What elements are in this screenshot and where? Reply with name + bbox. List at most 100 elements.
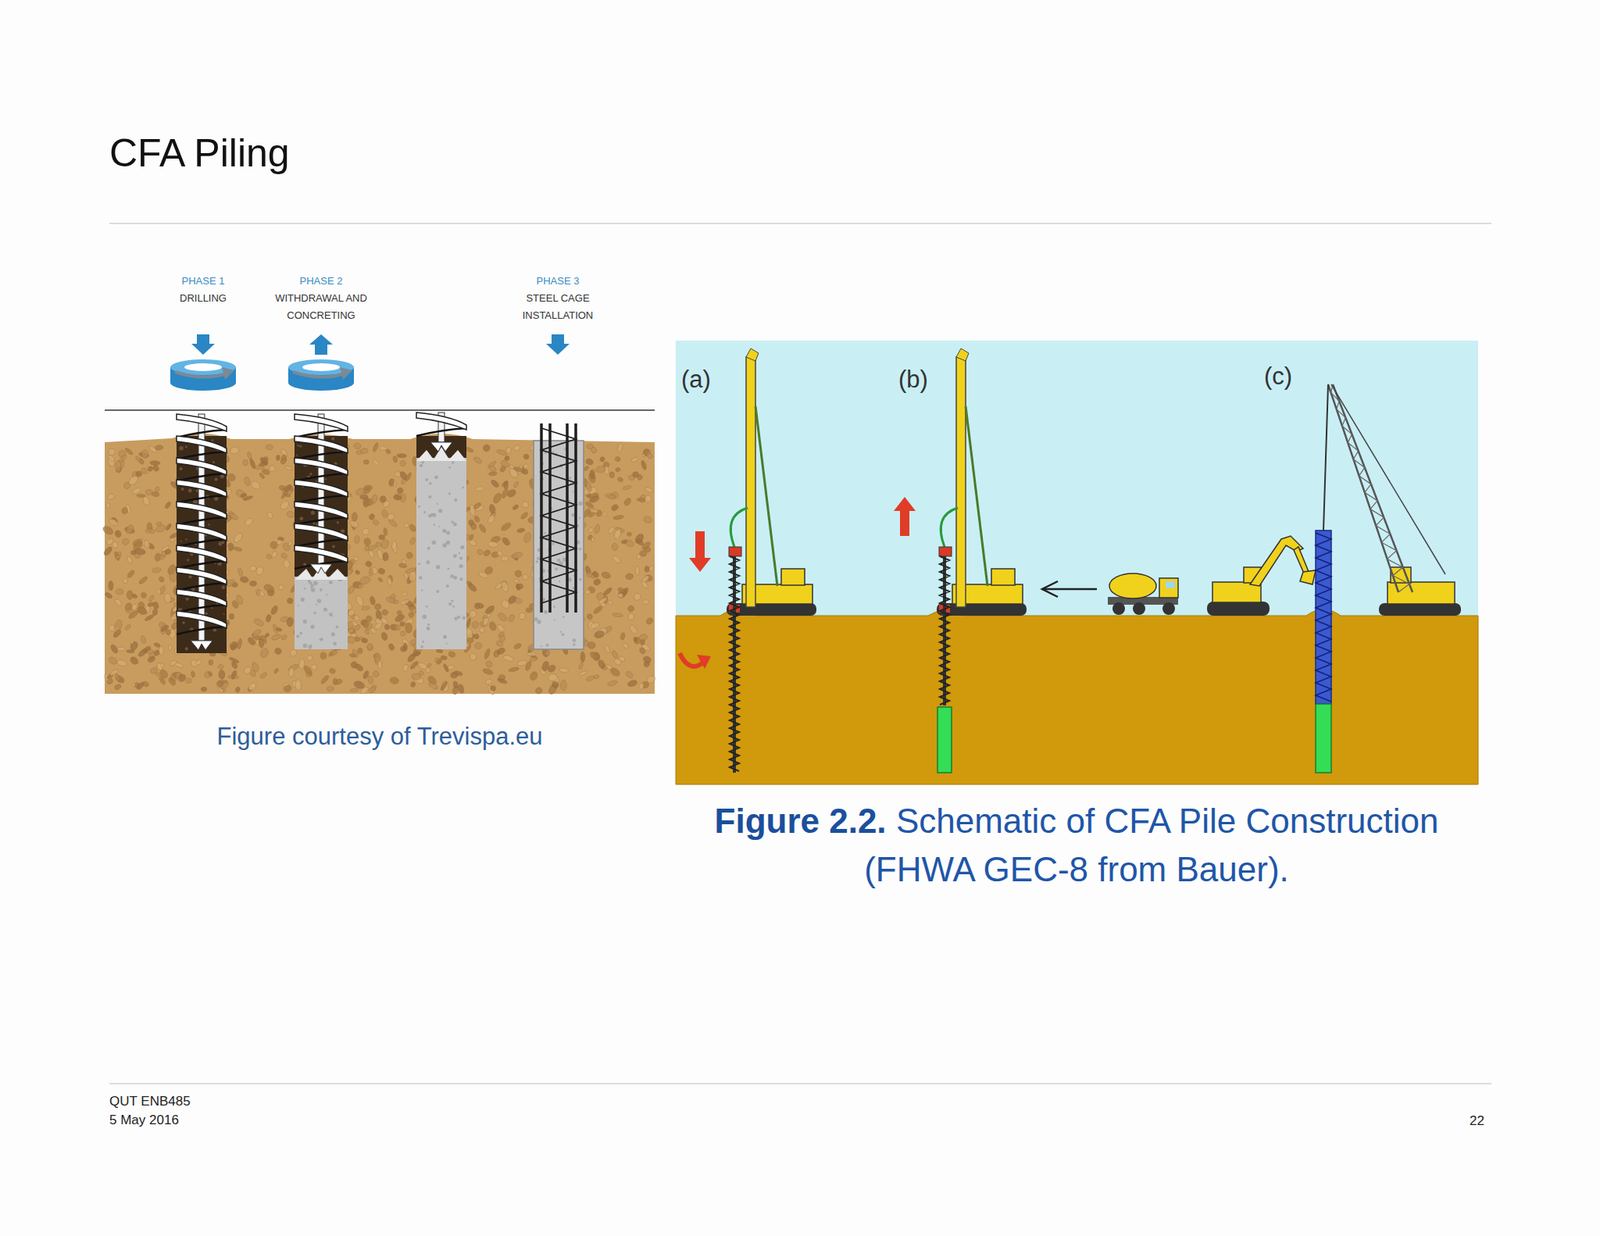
speckle — [453, 498, 458, 502]
soil-pebble — [507, 666, 519, 672]
auger-flight — [176, 567, 227, 585]
soil-pebble — [470, 522, 478, 531]
soil-pebble — [346, 608, 356, 618]
speckle — [427, 623, 430, 626]
speckle — [319, 588, 323, 592]
rig-track — [726, 603, 817, 616]
soil-pebble — [405, 622, 413, 634]
speckle — [214, 477, 218, 481]
auger-flights — [729, 556, 740, 772]
speckle — [448, 466, 451, 469]
speckle — [423, 510, 426, 514]
soil-pebble — [640, 460, 648, 471]
soil-pebble — [486, 514, 497, 525]
soil-pebble — [310, 663, 318, 672]
soil-pebble — [287, 540, 293, 547]
speckle — [211, 439, 215, 442]
concrete-splash — [416, 446, 467, 461]
soil-pebble — [399, 621, 406, 627]
soil-pebble — [626, 678, 638, 688]
speckle — [299, 632, 303, 636]
speckle — [299, 516, 304, 521]
soil-pebble — [364, 560, 374, 568]
soil-pebble — [482, 442, 492, 453]
soil-pebble — [128, 640, 140, 652]
rig-rotary — [939, 546, 952, 557]
soil-pebble — [114, 460, 121, 472]
soil-pebble — [306, 654, 314, 661]
speckle — [179, 467, 183, 471]
soil-pebble — [476, 548, 485, 557]
soil-pebble — [242, 665, 253, 675]
cage-spiral — [1315, 532, 1332, 702]
soil-pebble — [435, 657, 443, 665]
soil-pebble — [157, 575, 165, 583]
soil-pebble — [134, 455, 141, 463]
soil-pebble — [546, 663, 558, 674]
soil-pebble — [411, 651, 422, 658]
soil-pebble — [502, 653, 515, 662]
rig-backstay — [965, 406, 988, 586]
auger-flight-back — [416, 428, 467, 436]
soil-pebble — [465, 627, 474, 640]
soil-pebble — [646, 674, 658, 685]
soil-pebble — [482, 549, 492, 558]
soil-pebble — [591, 570, 600, 579]
soil-pebble — [638, 633, 648, 643]
soil-pebble — [529, 656, 539, 662]
soil-pebble — [427, 681, 439, 691]
soil-pebble — [503, 481, 509, 490]
auger-flight — [294, 479, 348, 497]
soil-pebble — [115, 589, 124, 595]
soil-pebble — [617, 655, 625, 663]
speckle — [323, 607, 328, 612]
soil-pebble — [392, 455, 399, 464]
soil-pebble — [405, 551, 415, 561]
soil-pebble — [109, 642, 119, 654]
soil-pebble — [639, 646, 647, 655]
reinforcement-cage — [1315, 530, 1332, 704]
soil-pebble — [389, 676, 400, 686]
soil-pebble — [614, 467, 621, 473]
soil-pebble — [363, 537, 372, 547]
soil-pebble — [228, 656, 240, 664]
speckle — [300, 597, 305, 602]
soil-pebble — [410, 672, 422, 681]
soil-pebble — [143, 614, 155, 622]
auger-flight — [176, 457, 227, 475]
soil-pebble — [409, 660, 419, 670]
soil-pebble — [131, 486, 142, 496]
soil-pebble — [116, 658, 128, 668]
soil-pebble — [285, 596, 294, 605]
speckle — [303, 643, 308, 648]
soil-pebble — [621, 642, 629, 650]
soil-pebble — [616, 442, 624, 453]
soil-pebble — [617, 586, 626, 595]
cage-bar — [574, 423, 578, 613]
speckle — [578, 501, 583, 506]
auger-flights — [939, 556, 950, 705]
advance-arrow — [689, 531, 711, 572]
soil-pebble — [590, 446, 598, 454]
ground-surface — [104, 409, 655, 411]
soil-pebble — [151, 567, 162, 574]
soil-pebble — [364, 545, 369, 552]
soil-pebble — [400, 630, 407, 637]
soil-pebble — [496, 646, 507, 656]
speckle — [572, 638, 577, 643]
soil-pebble — [103, 591, 114, 600]
speckle — [418, 575, 423, 580]
soil-pebble — [242, 459, 249, 466]
speckle — [417, 562, 421, 565]
soil-pebble — [117, 646, 126, 651]
figure-credit: Figure courtesy of Trevispa.eu — [145, 721, 615, 752]
soil-pebble — [510, 551, 523, 561]
soil-pebble — [409, 536, 417, 546]
soil-pebble — [347, 627, 355, 634]
soil-pebble — [190, 671, 196, 679]
direction-arrow — [191, 334, 215, 355]
soil-pebble — [270, 632, 282, 641]
soil-pebble — [482, 617, 490, 627]
soil-pebble — [371, 518, 379, 525]
soil-pebble — [632, 471, 640, 478]
